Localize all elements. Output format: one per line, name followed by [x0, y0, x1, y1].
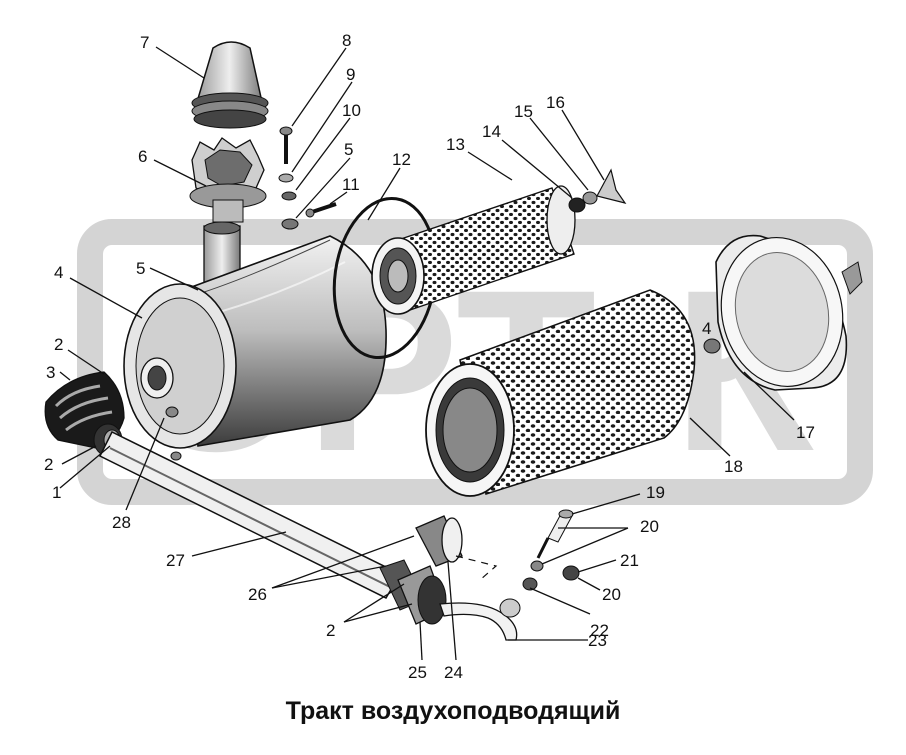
callout-14: 14	[482, 122, 501, 141]
intake-pipe	[98, 430, 402, 599]
callout-24: 24	[444, 663, 463, 682]
callout-16: 16	[546, 93, 565, 112]
figure-caption: Тракт воздухоподводящий	[285, 697, 621, 725]
leader-lines	[59, 46, 795, 661]
callout-19: 19	[646, 483, 665, 502]
callout-17: 17	[796, 423, 815, 442]
callout-23: 23	[588, 631, 607, 650]
callout-11: 11	[342, 175, 360, 194]
callout-4b: 4	[702, 319, 711, 338]
callout-20b: 20	[602, 585, 621, 604]
pipe-couplings	[379, 515, 521, 641]
small-fittings	[522, 509, 580, 591]
callout-28: 28	[112, 513, 131, 532]
callout-22: 22	[590, 621, 609, 640]
pre-cleaner	[189, 137, 267, 223]
callout-27: 27	[166, 551, 185, 570]
callout-26: 26	[248, 585, 267, 604]
callout-18: 18	[724, 457, 743, 476]
wing-nut-assembly	[568, 168, 627, 213]
assembly-guide-line	[455, 555, 498, 581]
callout-labels: 7 8 9 10 5 11 12 13 14 15 16 6 4 5 4 17 …	[44, 31, 815, 682]
callout-5b: 5	[136, 259, 145, 278]
callout-21: 21	[620, 551, 639, 570]
callout-2c: 2	[326, 621, 335, 640]
callout-12: 12	[392, 150, 411, 169]
outer-filter-element	[425, 289, 696, 497]
callout-7: 7	[140, 33, 149, 52]
callout-6: 6	[138, 147, 147, 166]
air-cleaner-housing	[123, 235, 387, 449]
callout-1: 1	[52, 483, 61, 502]
callout-2b: 2	[44, 455, 53, 474]
callout-4: 4	[54, 263, 63, 282]
callout-13: 13	[446, 135, 465, 154]
callout-20a: 20	[640, 517, 659, 536]
callout-10: 10	[342, 101, 361, 120]
intake-cap	[191, 41, 269, 129]
callout-25: 25	[408, 663, 427, 682]
callout-3: 3	[46, 363, 55, 382]
callout-9: 9	[346, 65, 355, 84]
fasteners-top	[278, 126, 337, 230]
callout-15: 15	[514, 102, 533, 121]
callout-8: 8	[342, 31, 351, 50]
inner-filter-element	[371, 185, 576, 315]
callout-5a: 5	[344, 140, 353, 159]
callout-2a: 2	[54, 335, 63, 354]
housing-cover	[703, 234, 863, 391]
